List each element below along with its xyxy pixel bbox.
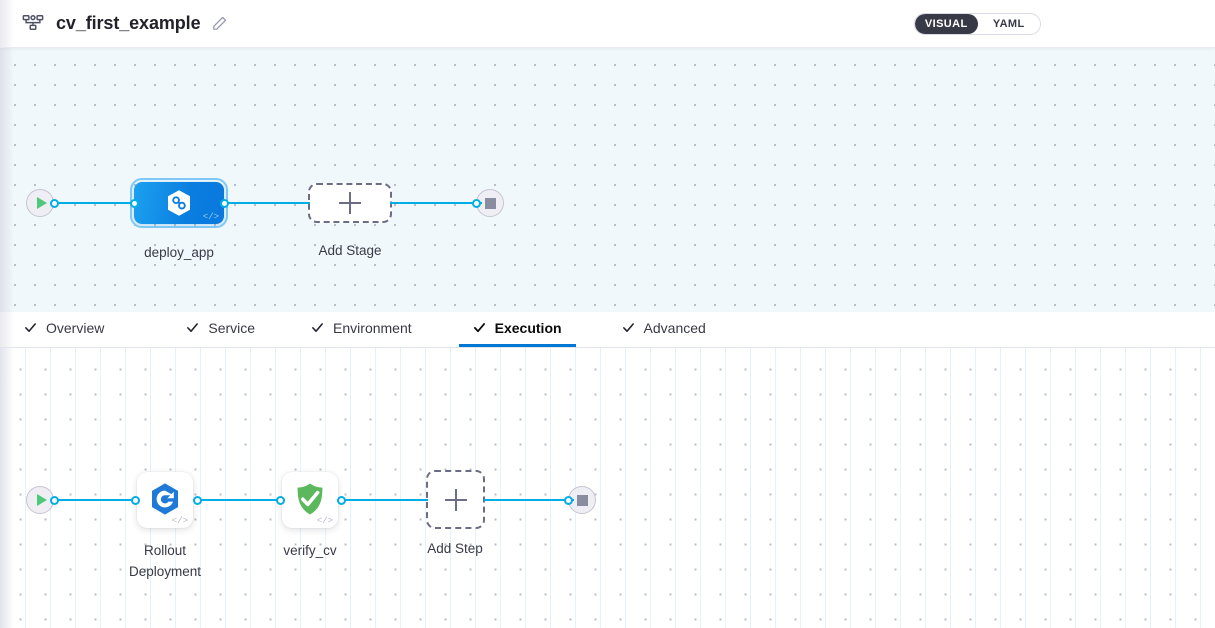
port-end-in[interactable] [472, 199, 481, 208]
tab-service[interactable]: Service [184, 311, 257, 347]
step-start-node[interactable] [26, 486, 54, 514]
stage-graph-canvas[interactable]: </> deploy_app Add Stage [0, 48, 1215, 312]
tab-overview[interactable]: Overview [22, 311, 106, 347]
code-badge-deploy-app: </> [202, 212, 219, 222]
port-deploy-app-out[interactable] [220, 199, 229, 208]
execution-steps-canvas[interactable]: </> Rollout Deployment </> verify_cv [0, 348, 1215, 628]
check-icon [187, 323, 199, 333]
step-end-node[interactable] [568, 486, 596, 514]
add-step-label: Add Step [427, 541, 483, 556]
stage-config-tabs[interactable]: Overview Service Environment Execution A… [0, 312, 1215, 348]
add-stage-label: Add Stage [318, 243, 382, 258]
port-verify-out[interactable] [337, 496, 346, 505]
view-mode-toggle[interactable]: VISUAL YAML [914, 13, 1041, 35]
edge-verify-to-add-step [339, 499, 428, 501]
plus-icon [444, 488, 467, 511]
pipeline-icon [22, 13, 44, 35]
app-header: cv_first_example VISUAL YAML [0, 0, 1215, 48]
check-icon [622, 323, 634, 333]
stop-square [484, 197, 496, 209]
code-badge-verify-cv: </> [316, 516, 333, 526]
step-node-body[interactable]: </> [282, 472, 338, 528]
stage-node-deploy-app[interactable]: </> [130, 178, 228, 228]
add-step-button[interactable] [426, 470, 485, 529]
play-icon [26, 189, 54, 217]
plus-icon [339, 192, 361, 214]
edge-rollout-to-verify [195, 499, 285, 501]
stage-label-deploy-app: deploy_app [144, 245, 214, 260]
step-node-rollout-deployment[interactable]: </> [137, 472, 193, 528]
tab-execution[interactable]: Execution [458, 311, 576, 347]
port-step-start-out[interactable] [50, 496, 59, 505]
mode-option-yaml[interactable]: YAML [992, 18, 1025, 30]
step-label-verify-cv: verify_cv [283, 543, 337, 558]
edge-add-step-to-end [484, 499, 574, 501]
play-triangle [36, 197, 47, 209]
port-verify-in[interactable] [276, 496, 285, 505]
step-node-verify-cv[interactable]: </> [282, 472, 338, 528]
stage-start-node[interactable] [26, 189, 54, 217]
play-icon [26, 486, 54, 514]
verify-shield-check-icon [292, 481, 328, 517]
harness-cd-hexagon-icon [166, 189, 192, 217]
tab-label-execution: Execution [494, 319, 562, 336]
code-badge-rollout-deployment: </> [171, 516, 188, 526]
add-stage-button[interactable] [308, 183, 392, 223]
check-icon [25, 323, 36, 333]
step-label-rollout-deployment: Rollout Deployment [128, 543, 202, 579]
tab-label-advanced: Advanced [643, 319, 706, 336]
step-node-body[interactable]: </> [137, 472, 193, 528]
rollout-deployment-icon [147, 481, 183, 517]
page-title: cv_first_example [56, 13, 201, 33]
check-icon [473, 323, 485, 333]
tab-advanced[interactable]: Advanced [620, 311, 708, 347]
tab-label-service: Service [208, 319, 256, 336]
tab-label-environment: Environment [333, 319, 412, 336]
mode-option-visual[interactable]: VISUAL [915, 14, 978, 34]
edge-start-to-deploy-app [54, 202, 139, 204]
check-icon [312, 323, 323, 333]
port-deploy-app-in[interactable] [130, 199, 139, 208]
edge-add-stage-to-end [390, 202, 482, 204]
pencil-edit-icon[interactable] [211, 15, 229, 33]
port-rollout-in[interactable] [131, 496, 140, 505]
edge-start-to-rollout [54, 499, 138, 501]
tab-label-overview: Overview [46, 319, 105, 336]
stop-square [576, 494, 588, 506]
stage-node-body[interactable]: </> [130, 178, 228, 228]
stop-icon [568, 486, 596, 514]
edge-deploy-app-to-add-stage [222, 202, 310, 204]
tab-environment[interactable]: Environment [309, 311, 414, 347]
port-step-end-in[interactable] [564, 496, 573, 505]
play-triangle [36, 494, 47, 506]
port-rollout-out[interactable] [193, 496, 202, 505]
port-start-out[interactable] [50, 199, 59, 208]
